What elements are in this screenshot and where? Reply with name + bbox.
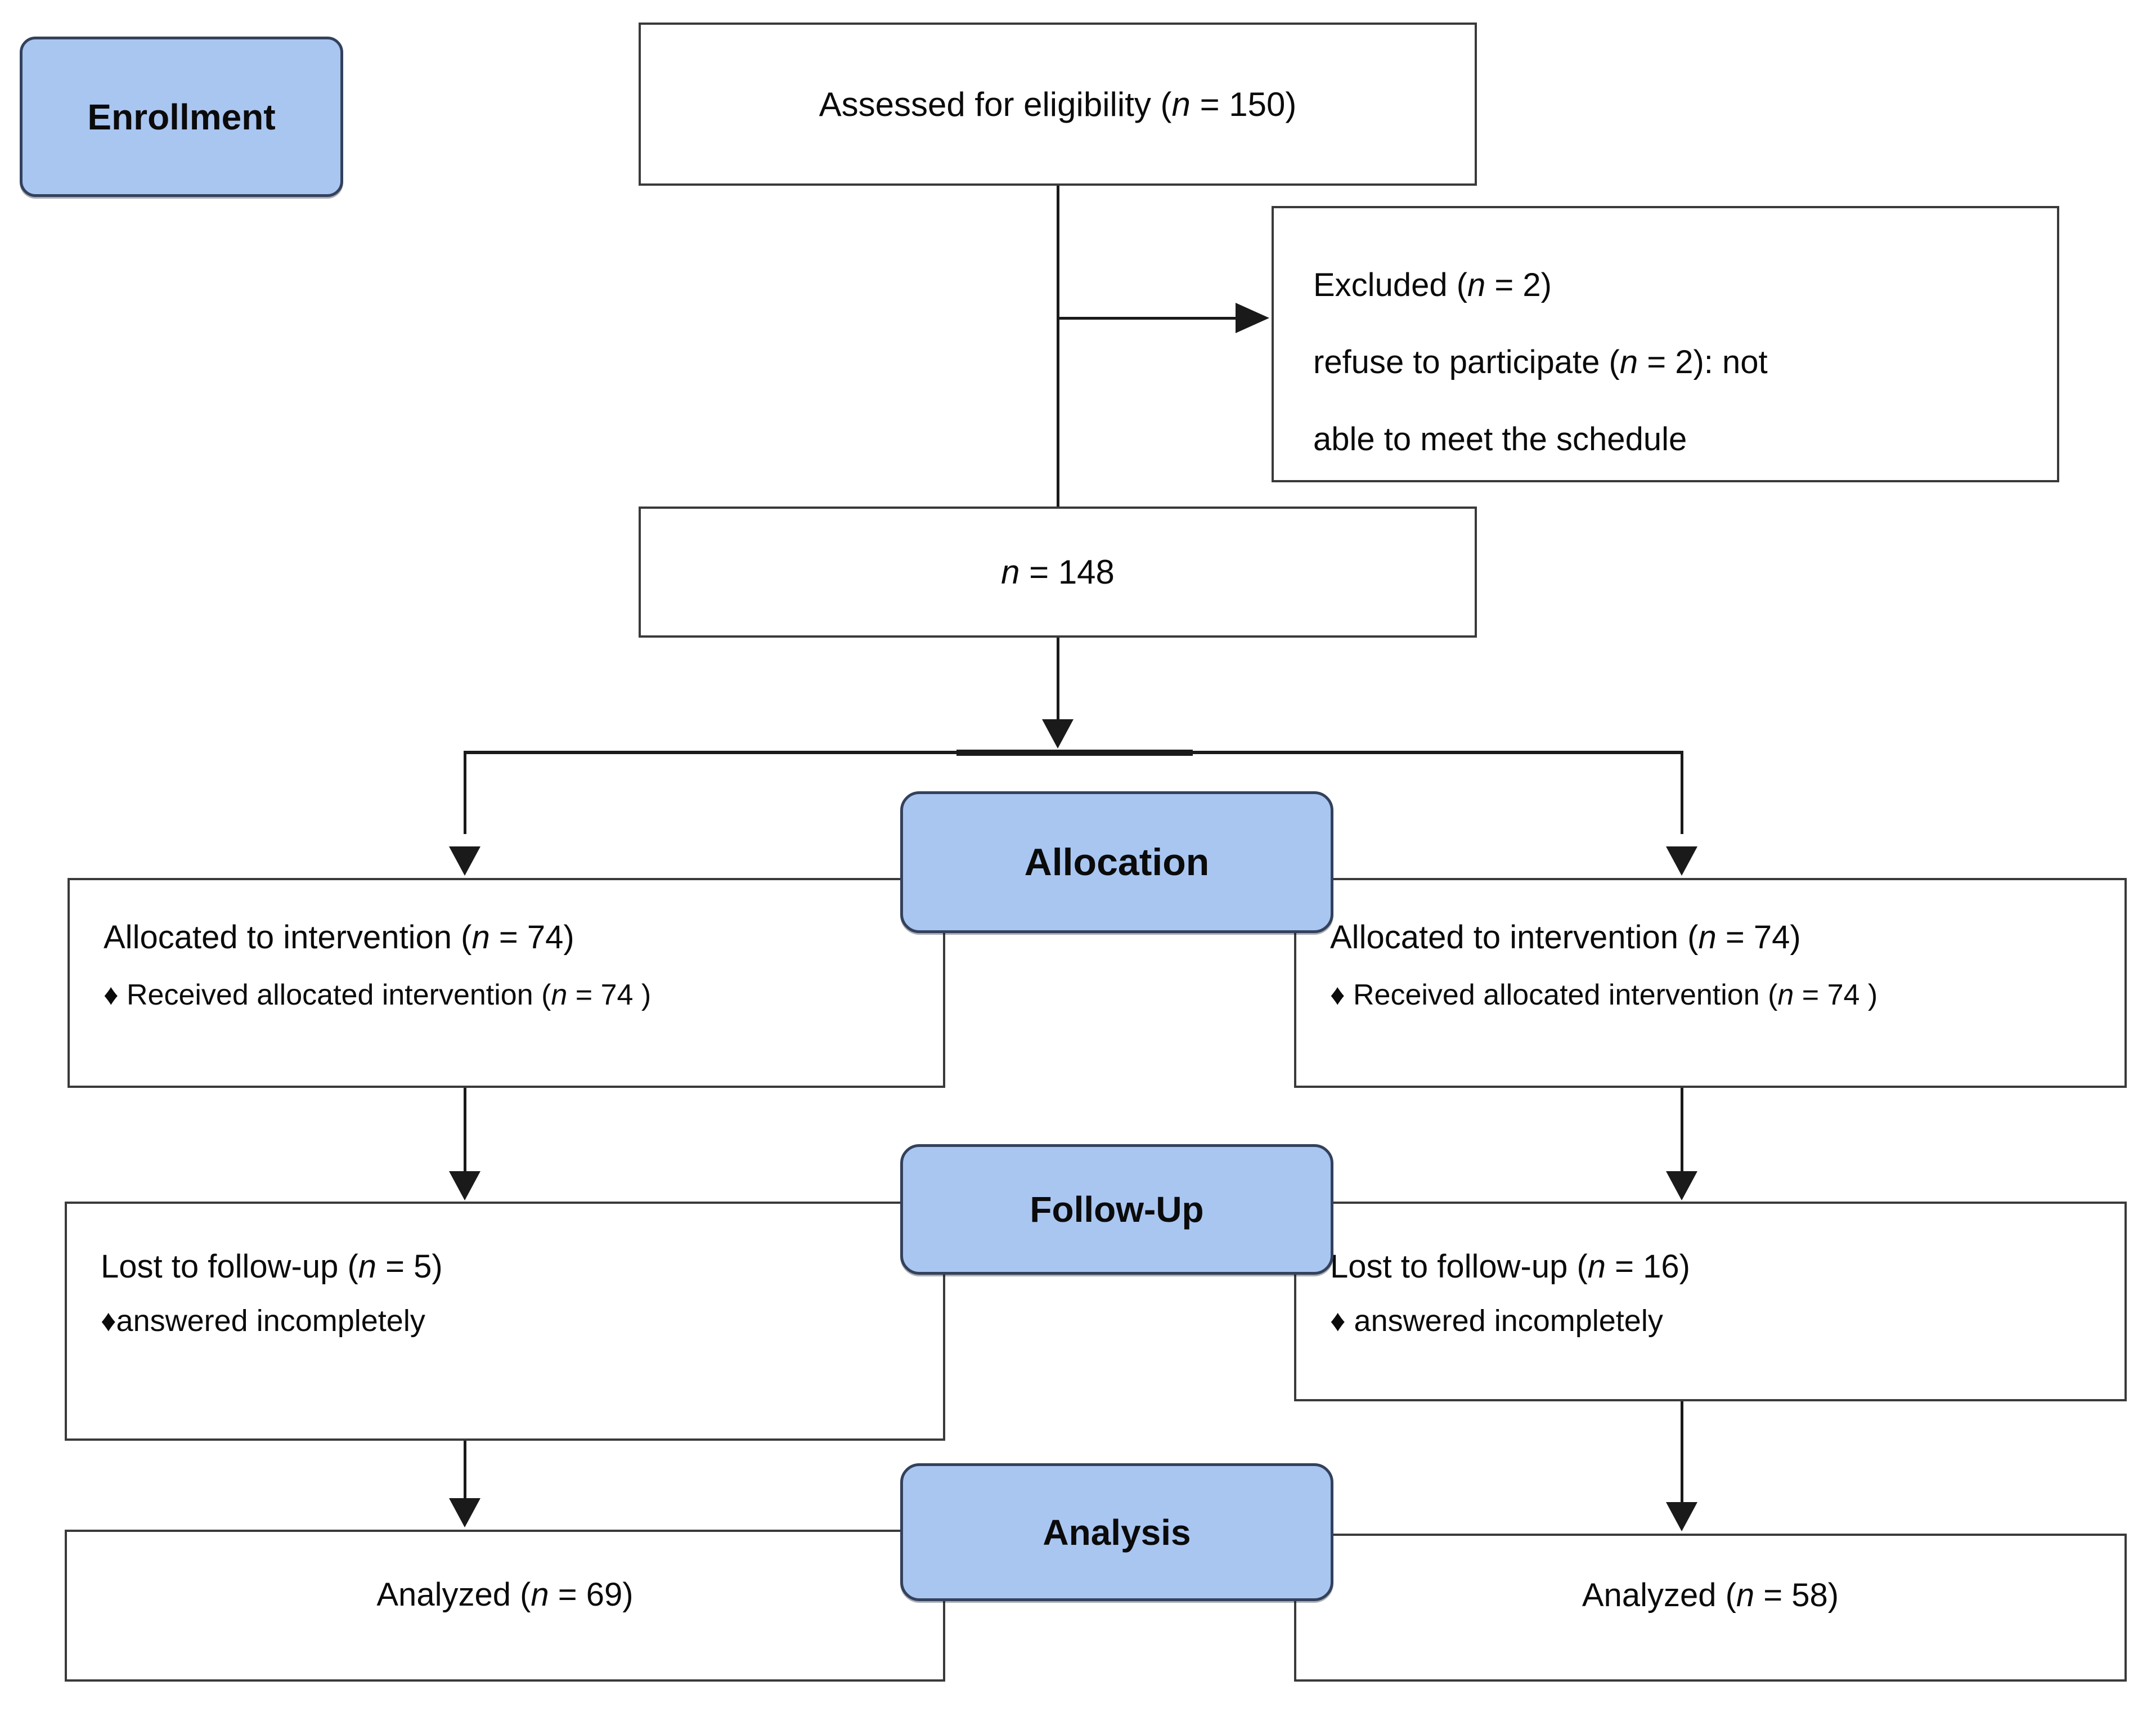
connector-followup-to-analysis-right [1681, 1401, 1683, 1504]
analyzed-left-text: Analyzed (n = 69) [376, 1576, 634, 1613]
analyzed-right-box: Analyzed (n = 58) [1294, 1534, 2127, 1682]
allocated-left-box: Allocated to intervention (n = 74) ♦ Rec… [68, 878, 945, 1088]
alloc-left-arrowhead-icon [449, 846, 480, 876]
analyzed-left-box: Analyzed (n = 69) [65, 1530, 945, 1682]
allocated-right-box: Allocated to intervention (n = 74) ♦ Rec… [1294, 878, 2127, 1088]
enrollment-stage-label: Enrollment [87, 96, 276, 137]
analysis-stage-badge: Analysis [900, 1463, 1333, 1601]
randomized-text: n = 148 [1001, 553, 1115, 591]
branch-line-thick-segment [956, 750, 1193, 756]
allocated-right-bullet: ♦ Received allocated intervention (n = 7… [1330, 979, 1878, 1011]
excluded-arrowhead-icon [1236, 303, 1269, 333]
followup-stage-label: Follow-Up [1030, 1189, 1204, 1230]
excluded-line-2: refuse to participate (n = 2): not [1313, 344, 1768, 380]
excluded-box: Excluded (n = 2) refuse to participate (… [1272, 206, 2059, 482]
lost-followup-right-bullet: ♦ answered incompletely [1330, 1304, 1663, 1338]
connector-to-excluded [1058, 317, 1237, 320]
enrollment-stage-badge: Enrollment [20, 37, 343, 197]
connector-assessed-to-randomized [1057, 186, 1059, 507]
lost-followup-left-box: Lost to follow-up (n = 5) ♦answered inco… [65, 1202, 945, 1441]
analysis-left-arrowhead-icon [449, 1498, 480, 1527]
assessed-for-eligibility-text: Assessed for eligibility (n = 150) [819, 85, 1297, 123]
allocated-left-title: Allocated to intervention (n = 74) [104, 919, 574, 956]
analyzed-right-text: Analyzed (n = 58) [1582, 1577, 1839, 1614]
lost-followup-left-bullet: ♦answered incompletely [101, 1304, 425, 1338]
randomized-box: n = 148 [639, 507, 1477, 638]
connector-branch-to-alloc-right [1681, 751, 1683, 834]
connector-randomized-to-branch [1057, 638, 1059, 722]
assessed-for-eligibility-box: Assessed for eligibility (n = 150) [639, 23, 1477, 186]
alloc-right-arrowhead-icon [1666, 846, 1697, 876]
allocated-left-bullet: ♦ Received allocated intervention (n = 7… [104, 979, 652, 1011]
lost-followup-right-title: Lost to follow-up (n = 16) [1330, 1248, 1690, 1285]
lost-followup-left-title: Lost to follow-up (n = 5) [101, 1248, 443, 1285]
connector-branch-to-alloc-left [464, 751, 466, 834]
followup-stage-badge: Follow-Up [900, 1144, 1333, 1275]
branch-arrowhead-icon [1042, 719, 1073, 749]
allocation-stage-badge: Allocation [900, 791, 1333, 933]
analysis-right-arrowhead-icon [1666, 1502, 1697, 1531]
connector-alloc-to-followup-left [464, 1088, 466, 1173]
excluded-line-3: able to meet the schedule [1313, 421, 1687, 458]
allocated-right-title: Allocated to intervention (n = 74) [1330, 919, 1801, 956]
lost-followup-right-box: Lost to follow-up (n = 16) ♦ answered in… [1294, 1202, 2127, 1401]
analysis-stage-label: Analysis [1043, 1512, 1191, 1553]
connector-followup-to-analysis-left [464, 1441, 466, 1502]
connector-alloc-to-followup-right [1681, 1088, 1683, 1173]
allocation-stage-label: Allocation [1024, 841, 1210, 884]
followup-left-arrowhead-icon [449, 1171, 480, 1200]
excluded-line-1: Excluded (n = 2) [1313, 267, 1552, 303]
followup-right-arrowhead-icon [1666, 1171, 1697, 1200]
